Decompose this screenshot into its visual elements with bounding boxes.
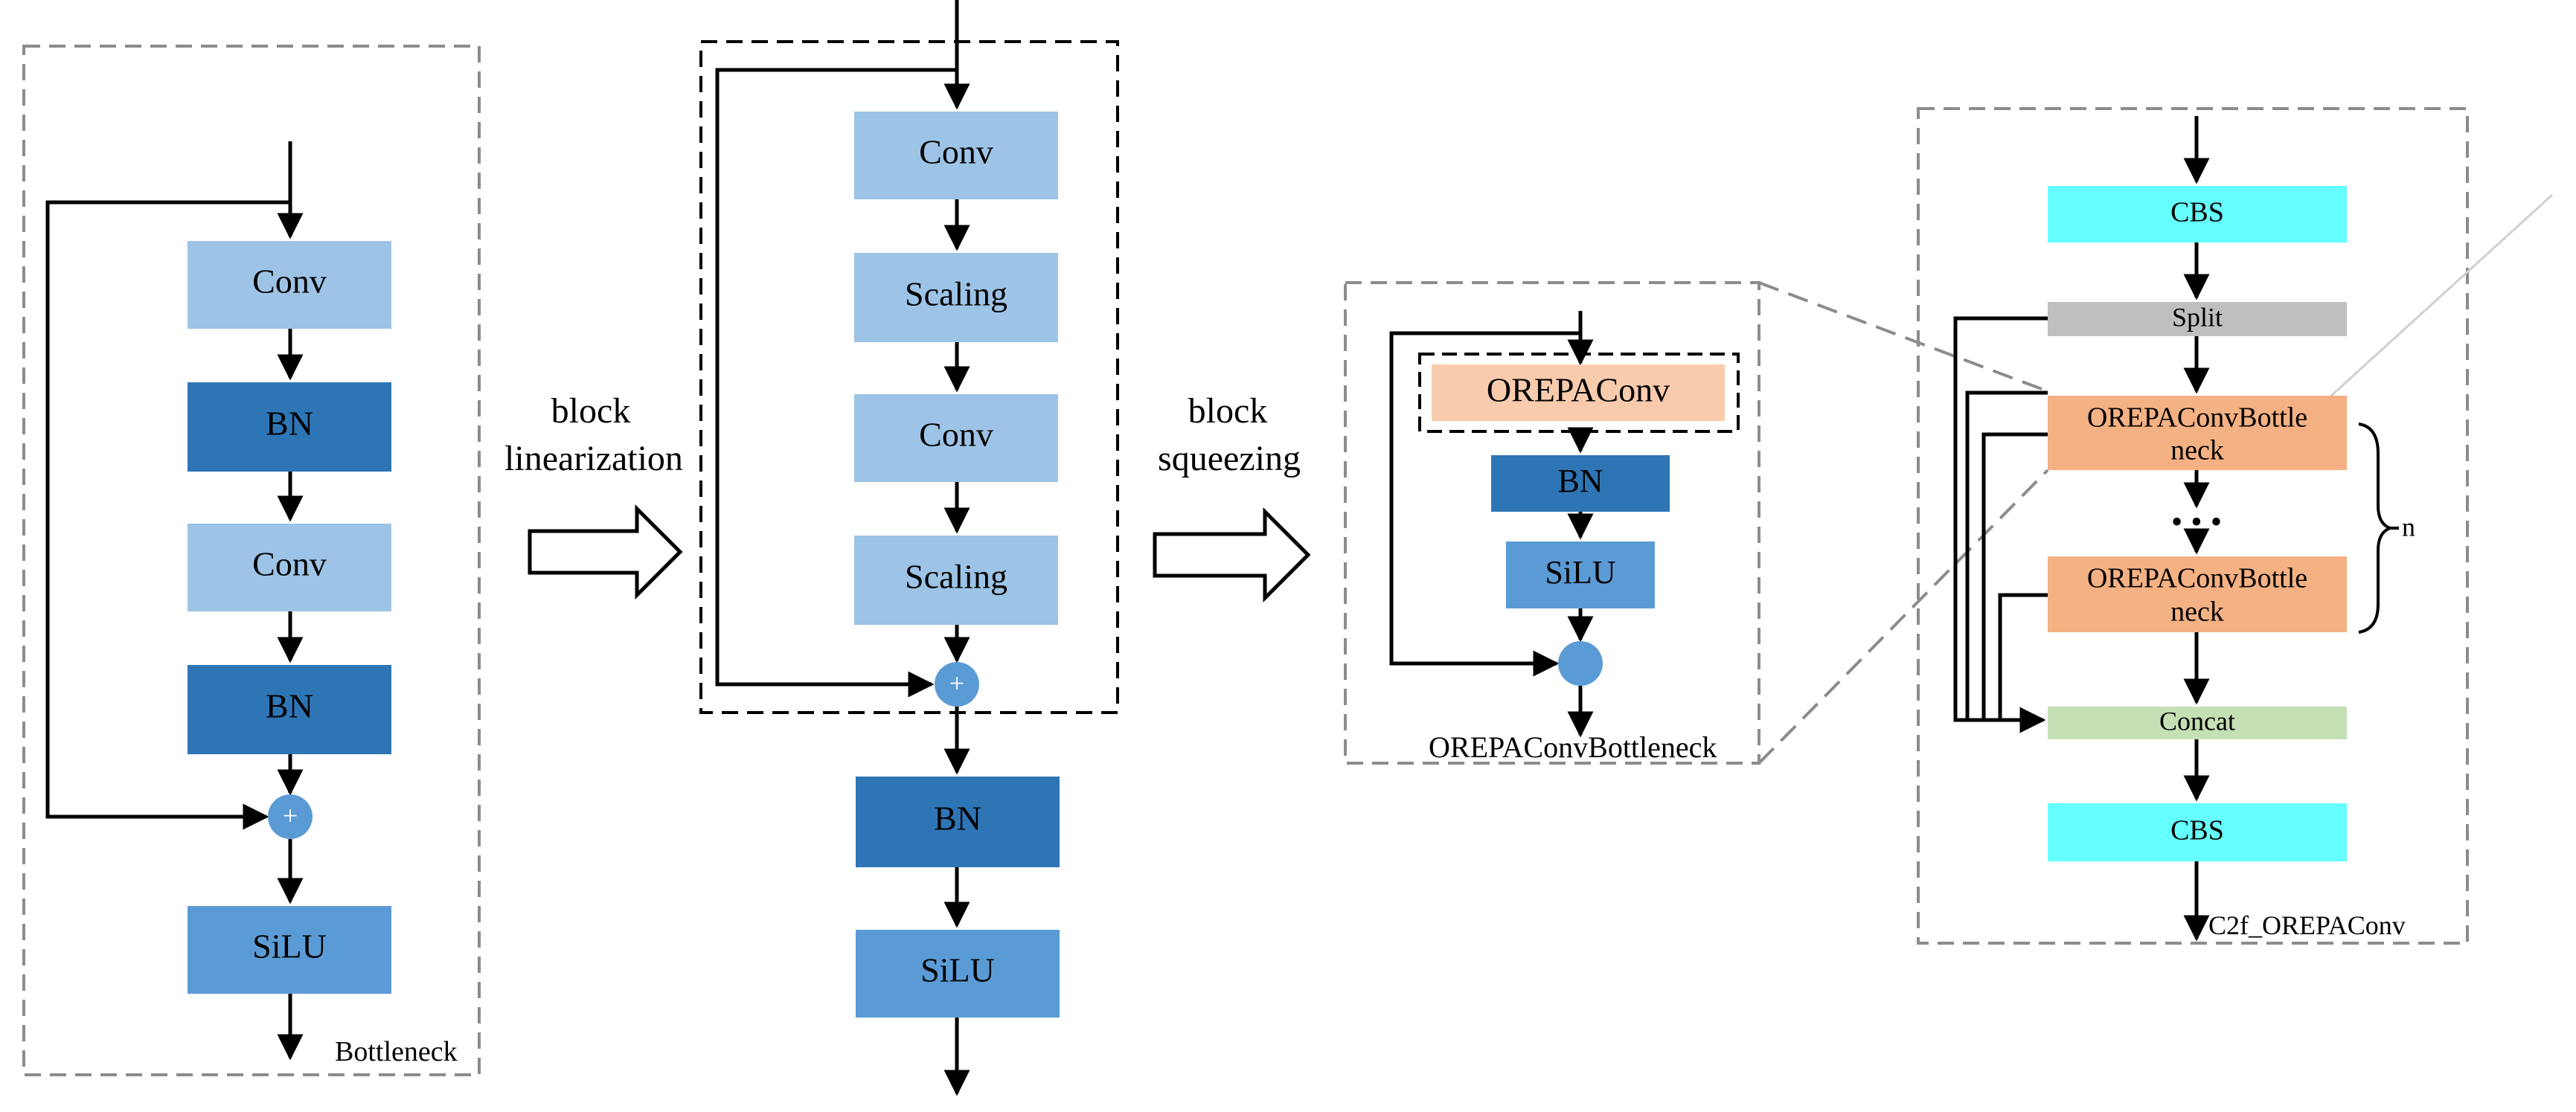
middle-skip-line	[715, 68, 957, 698]
conv-box	[854, 112, 1058, 199]
concat-label: Concat	[2159, 706, 2235, 736]
block-squeezing-arrow: block squeezing	[1153, 391, 1311, 603]
cbs-label-top: CBS	[2170, 197, 2224, 228]
orepa-skip-line	[1389, 331, 1580, 677]
bn-box-2	[188, 665, 391, 754]
cbs-box-top	[2048, 186, 2347, 242]
arrow2-text-line2: squeezing	[1158, 439, 1301, 478]
orepaconv-label: OREPAConv	[1487, 371, 1670, 409]
bottleneck-frame	[22, 45, 481, 1076]
add-node	[1558, 641, 1603, 686]
split-label: Split	[2172, 302, 2223, 332]
split-box	[2048, 302, 2347, 336]
orepa-bottleneck-label: OREPAConvBottleneck	[1429, 730, 1717, 764]
silu-box	[856, 930, 1060, 1018]
conv-box-2	[854, 394, 1058, 482]
bn-box	[856, 777, 1060, 867]
silu-label: SiLU	[920, 951, 995, 989]
bottleneck2-label-line1: OREPAConvBottle	[2087, 563, 2307, 594]
silu-label: SiLU	[252, 928, 327, 965]
conv-label: Conv	[919, 133, 993, 171]
repeat-dots: • • •	[2171, 504, 2222, 540]
orepa-bottleneck-frame	[1344, 281, 1760, 765]
bottleneck1-tap-line	[1981, 432, 2048, 720]
block-arrow-shape	[1153, 507, 1311, 603]
orepaconv-box	[1432, 364, 1725, 421]
c2f-frame	[1917, 107, 2469, 945]
bn-label: BN	[1557, 463, 1603, 499]
c2f-orepaconv-panel: CBS Split OREPAConvBottle neck • • • ORE…	[1917, 107, 2554, 945]
bottleneck2-label-line2: neck	[2170, 597, 2224, 628]
conv-box	[188, 241, 391, 329]
bottleneck-panel: Conv BN Conv BN + SiLU Bottleneck	[22, 45, 481, 1076]
arrow1-text-line1: block	[551, 391, 631, 431]
bottleneck-label: Bottleneck	[335, 1036, 458, 1067]
arrow2-text-line1: block	[1188, 391, 1268, 431]
scaling-box-2	[854, 536, 1058, 625]
scaling-label-2: Scaling	[905, 558, 1007, 596]
scaling-box	[854, 253, 1058, 342]
bn-label-2: BN	[266, 687, 313, 725]
bn-box	[1491, 455, 1670, 512]
silu-box	[188, 906, 391, 994]
add-symbol: +	[283, 800, 298, 830]
block-linearization-arrow: block linearization	[504, 391, 683, 600]
residual-skip-line	[45, 200, 290, 830]
arrow1-text-line2: linearization	[504, 439, 683, 478]
conv-box-2	[188, 524, 391, 611]
scaling-label: Scaling	[905, 275, 1007, 313]
orepaconv-dashed-frame	[1418, 353, 1740, 433]
conv-label-2: Conv	[252, 545, 327, 583]
linearized-frame	[699, 40, 1119, 714]
linearized-block-panel: Conv Scaling Conv Scaling + BN SiLU	[699, 0, 1119, 1096]
add-node	[935, 662, 979, 707]
c2f-label: C2f_OREPAConv	[2208, 910, 2406, 940]
bottleneck2-tap-line	[1998, 593, 2048, 720]
faint-guide-line	[2305, 193, 2554, 420]
orepaconvbottleneck-box-1	[2048, 396, 2347, 470]
add-node	[268, 794, 313, 839]
add-symbol: +	[949, 668, 964, 698]
bn-box	[188, 382, 391, 472]
orepa-bottleneck-panel: OREPAConv BN SiLU OREPAConvBottleneck	[1344, 281, 2049, 765]
conv-label: Conv	[252, 263, 327, 301]
silu-box	[1506, 541, 1655, 608]
bottleneck1-label-line2: neck	[2170, 435, 2224, 466]
orepaconvbottleneck-box-2	[2048, 556, 2347, 632]
repeat-brace	[2358, 422, 2394, 634]
bottleneck1-label-line1: OREPAConvBottle	[2087, 402, 2307, 434]
bn-label: BN	[266, 405, 313, 443]
concat-box	[2048, 707, 2347, 739]
bn-label: BN	[934, 800, 981, 838]
conv-label-2: Conv	[919, 416, 993, 454]
cbs-box-bottom	[2048, 803, 2347, 861]
block-arrow-shape	[528, 504, 683, 600]
repeat-count-label: n	[2402, 512, 2415, 541]
cbs-label-bottom: CBS	[2170, 815, 2224, 846]
split-bypass-line-2	[1965, 391, 2048, 720]
zoom-guide-line-2	[1758, 469, 2049, 765]
silu-label: SiLU	[1545, 554, 1615, 591]
zoom-guide-line	[1758, 281, 2048, 393]
